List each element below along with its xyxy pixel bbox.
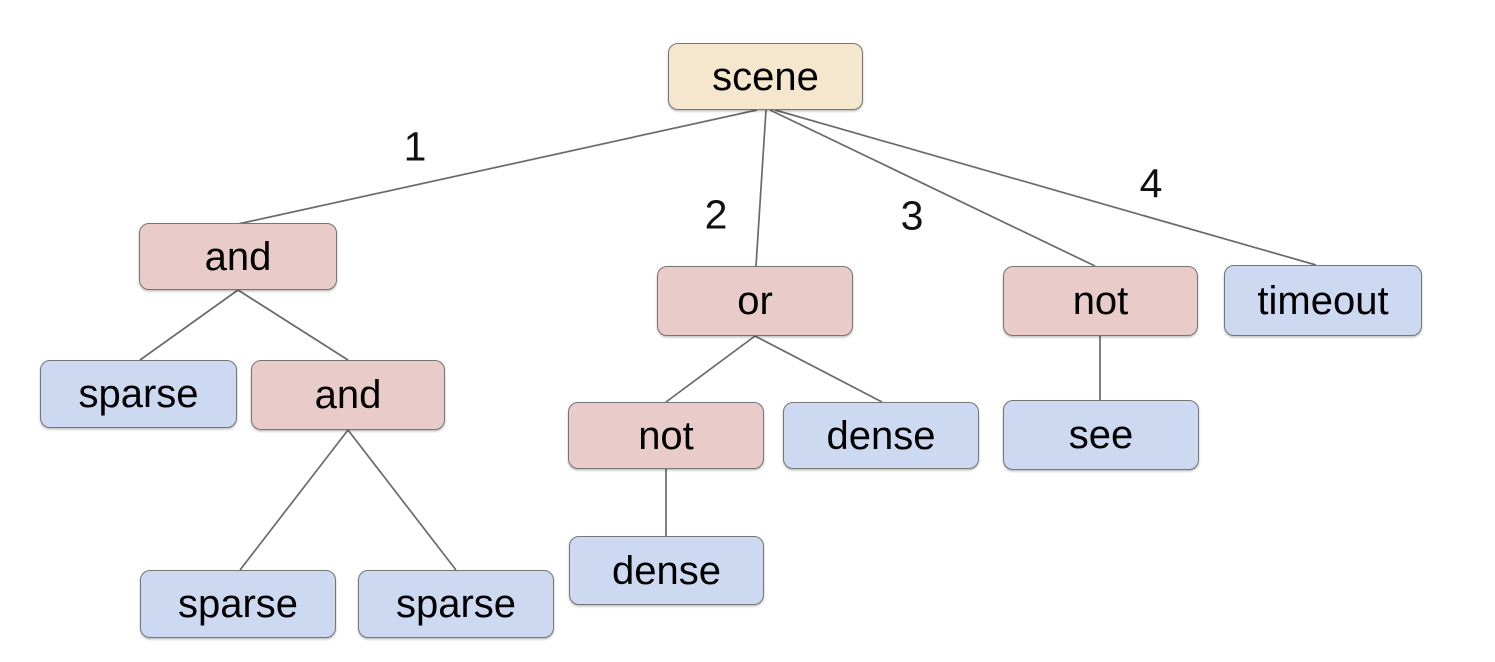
node-sparse-1: sparse — [40, 360, 237, 428]
node-and-2: and — [251, 360, 445, 430]
edge-label-2: 2 — [704, 191, 728, 238]
edge-or-not — [665, 335, 756, 403]
edge-scene-or — [755, 109, 767, 267]
edge-scene-not — [769, 109, 1096, 267]
edge-scene-and — [237, 109, 758, 225]
edge-and2-sparse2 — [347, 429, 457, 571]
node-not-1: not — [568, 402, 764, 469]
edge-or-dense — [754, 335, 883, 403]
edge-label-4: 4 — [1139, 160, 1163, 207]
node-not-2: not — [1003, 266, 1198, 336]
node-see-1: see — [1003, 400, 1199, 470]
node-or-1: or — [657, 266, 853, 336]
edge-label-1: 1 — [403, 123, 427, 170]
node-scene: scene — [668, 43, 863, 110]
edge-scene-timeout — [774, 109, 1317, 266]
edge-and2-sparse — [239, 429, 349, 571]
node-dense-1: dense — [783, 402, 979, 469]
node-timeout-1: timeout — [1224, 265, 1422, 336]
edge-and-and — [237, 289, 349, 361]
node-dense-2: dense — [569, 536, 764, 605]
node-sparse-3: sparse — [358, 570, 554, 638]
edge-and-sparse — [139, 289, 239, 361]
node-sparse-2: sparse — [140, 570, 336, 638]
edge-label-3: 3 — [900, 192, 924, 239]
node-and-1: and — [139, 223, 337, 290]
